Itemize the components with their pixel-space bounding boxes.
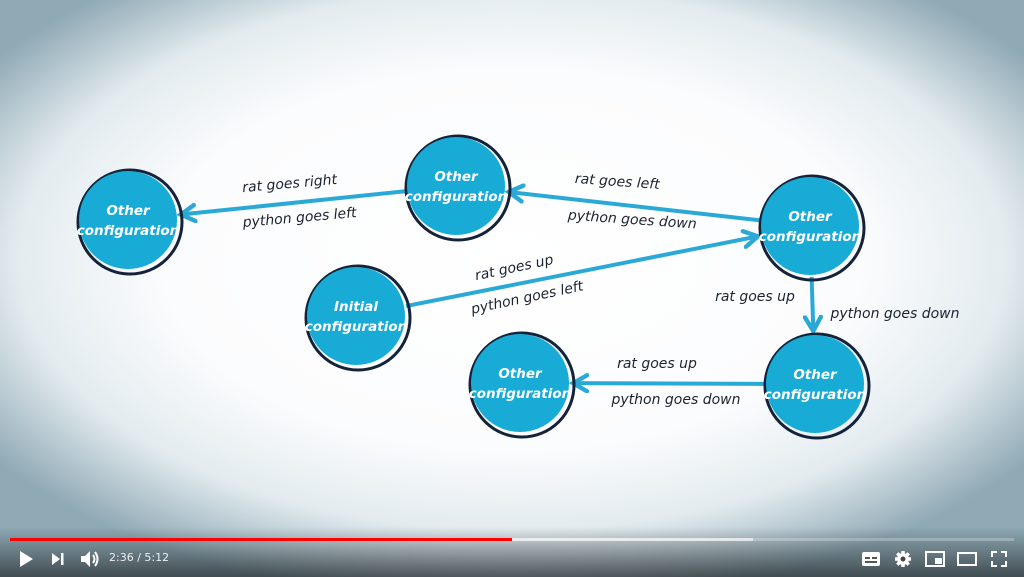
transition-arrow — [573, 383, 765, 384]
theater-mode-icon — [957, 552, 977, 566]
play-button[interactable] — [16, 549, 36, 569]
node-outline — [468, 331, 576, 439]
node-outline — [758, 174, 866, 282]
node-outline — [304, 264, 412, 372]
volume-button[interactable] — [79, 549, 101, 569]
time-display: 2:36 / 5:12 — [109, 551, 169, 564]
other-configuration-node: Other configuration — [468, 331, 576, 439]
transition-label-rat: rat goes up — [617, 356, 697, 372]
node-label-line2: configuration — [77, 223, 180, 239]
node-circle — [407, 137, 505, 235]
play-icon — [20, 551, 33, 567]
transition-arrow — [405, 236, 758, 309]
transition-label-python: python goes left — [469, 278, 585, 318]
node-label-line2: configuration — [469, 386, 572, 402]
node-label-line1: Other — [793, 367, 838, 383]
other-configuration-node: Other configuration — [758, 174, 866, 282]
played-bar — [10, 538, 512, 541]
other-configuration-node: Other configuration — [76, 168, 184, 276]
settings-button[interactable] — [893, 549, 913, 569]
node-label-line1: Other — [498, 366, 543, 382]
other-configuration-node: Other configuration — [404, 134, 512, 242]
current-time: 2:36 — [109, 551, 134, 564]
miniplayer-icon — [925, 551, 945, 567]
node-label-line1: Initial — [334, 299, 378, 315]
fullscreen-button[interactable] — [988, 549, 1010, 569]
miniplayer-button[interactable] — [924, 549, 946, 569]
node-circle — [79, 171, 177, 269]
other-configuration-node: Other configuration — [763, 332, 871, 440]
node-outline — [763, 332, 871, 440]
subtitles-button[interactable] — [861, 549, 881, 569]
node-label-line2: configuration — [759, 229, 862, 245]
transition-arrow — [509, 192, 760, 223]
transition-arrow — [812, 276, 814, 331]
node-circle — [761, 177, 859, 275]
progress-bar[interactable] — [10, 538, 1014, 541]
volume-icon — [81, 551, 99, 567]
node-label-line2: configuration — [764, 387, 867, 403]
transition-label-rat: rat goes up — [715, 289, 795, 305]
transition-arrow — [181, 189, 406, 214]
node-label-line2: configuration — [305, 319, 408, 335]
transition-label-python: python goes down — [610, 392, 740, 408]
theater-mode-button[interactable] — [956, 549, 978, 569]
fullscreen-icon — [991, 551, 1007, 567]
player-controls: 2:36 / 5:12 — [0, 527, 1024, 577]
node-circle — [766, 335, 864, 433]
transition-label-rat: rat goes left — [574, 171, 660, 193]
initial-configuration-node: Initial configuration — [304, 264, 412, 372]
node-label-line1: Other — [434, 169, 479, 185]
next-button[interactable] — [48, 549, 68, 569]
node-label-line1: Other — [106, 203, 151, 219]
transition-label-rat: rat goes right — [242, 172, 339, 196]
time-separator: / — [133, 551, 145, 564]
node-label-line2: configuration — [405, 189, 508, 205]
transition-label-python: python goes left — [241, 205, 358, 231]
node-circle — [307, 267, 405, 365]
next-icon — [52, 553, 64, 565]
transition-label-python: python goes down — [829, 306, 959, 322]
duration: 5:12 — [144, 551, 170, 564]
subtitles-icon — [862, 552, 880, 566]
node-outline — [76, 168, 184, 276]
node-outline — [404, 134, 512, 242]
settings-icon — [895, 551, 911, 567]
node-label-line1: Other — [788, 209, 833, 225]
node-circle — [471, 334, 569, 432]
